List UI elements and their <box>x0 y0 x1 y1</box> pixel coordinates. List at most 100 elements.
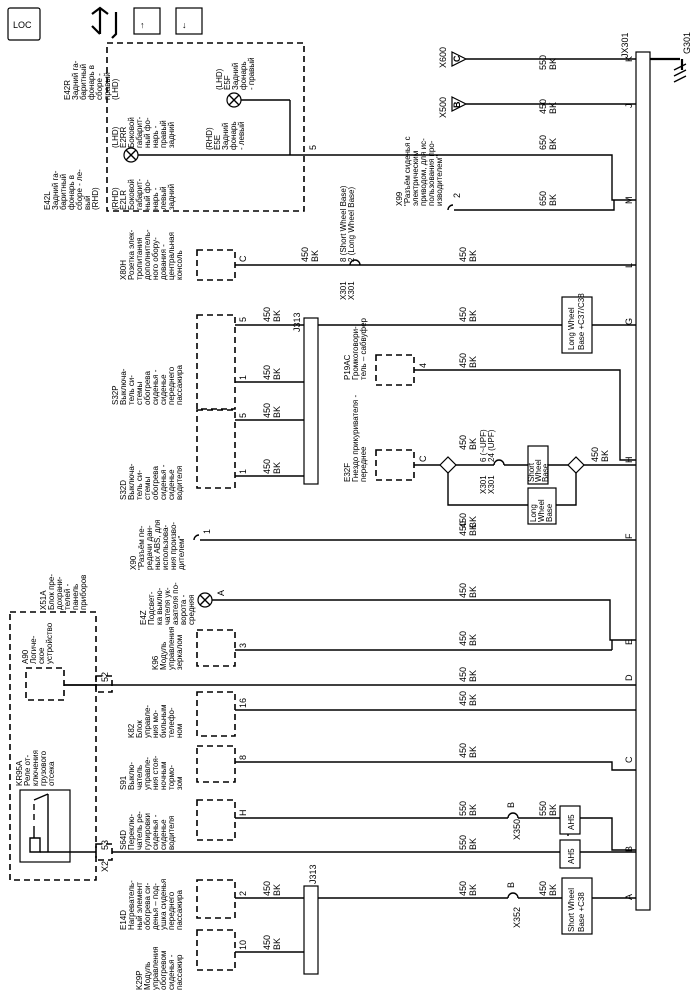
svg-text:Модуль: Модуль <box>143 962 152 990</box>
long-wheel-base-h-option <box>527 487 557 525</box>
svg-text:450: 450 <box>458 307 468 322</box>
svg-text:8 (Short Wheel Base): 8 (Short Wheel Base) <box>339 185 348 262</box>
svg-text:габарит-: габарит- <box>135 178 144 210</box>
svg-text:550: 550 <box>458 835 468 850</box>
svg-text:ния произво-: ния произво- <box>169 522 178 570</box>
x301-inline-l <box>349 259 361 266</box>
svg-text:450: 450 <box>262 459 272 474</box>
svg-text:450: 450 <box>458 743 468 758</box>
svg-text:"Разъём сиденья с: "Разъём сиденья с <box>403 136 412 206</box>
svg-text:E5E: E5E <box>213 135 222 150</box>
svg-text:450: 450 <box>262 403 272 418</box>
wire-b-upper[interactable] <box>580 817 636 851</box>
svg-text:Base: Base <box>545 503 554 522</box>
svg-text:X80H: X80H <box>119 260 128 280</box>
svg-text:(LHD): (LHD) <box>111 78 120 100</box>
svg-text:ское: ское <box>37 647 46 664</box>
x600-label: X600 <box>438 47 448 68</box>
svg-text:нарь -: нарь - <box>151 187 160 210</box>
e42l-label: E42L Задний га- баритный фонарь в сборе … <box>43 169 100 210</box>
j313-bottom-splice <box>303 885 319 975</box>
svg-text:450: 450 <box>458 435 468 450</box>
svg-text:B: B <box>506 802 516 808</box>
svg-text:дителем": дителем" <box>177 535 186 570</box>
svg-text:BK: BK <box>468 804 478 816</box>
svg-text:450: 450 <box>458 881 468 896</box>
wire-m[interactable] <box>290 154 636 201</box>
svg-text:тель – сабвуфер: тель – сабвуфер <box>359 317 368 380</box>
svg-text:5: 5 <box>238 317 248 322</box>
x80h-label: X80H Розетка элек- тропитания дополнител… <box>119 229 184 280</box>
x500-label: X500 <box>438 97 448 118</box>
s91-box <box>196 745 236 783</box>
svg-text:450: 450 <box>590 447 600 462</box>
svg-text:BK: BK <box>548 102 558 114</box>
svg-text:C: C <box>452 55 462 62</box>
svg-text:телей -: телей - <box>63 583 72 610</box>
svg-text:сиденье: сиденье <box>159 374 168 405</box>
svg-text:обогрева си-: обогрева си- <box>143 882 152 930</box>
svg-text:ный фо-: ный фо- <box>143 117 152 148</box>
svg-text:ных ABS, для: ных ABS, для <box>153 519 162 570</box>
svg-text:чатель ре-: чатель ре- <box>135 811 144 850</box>
svg-text:3: 3 <box>238 643 248 648</box>
wire-c-s91[interactable] <box>235 761 636 771</box>
svg-text:(RHD): (RHD) <box>91 187 100 210</box>
wire-e-e4z[interactable] <box>212 599 636 641</box>
svg-text:сиденья -: сиденья - <box>159 464 168 500</box>
rear-lamps-group <box>106 42 305 212</box>
pin-c: C <box>624 756 634 763</box>
svg-text:BK: BK <box>272 884 282 896</box>
svg-text:стемы: стемы <box>143 476 152 500</box>
svg-text:450: 450 <box>262 365 272 380</box>
svg-text:A: A <box>216 590 226 596</box>
svg-text:стемы: стемы <box>135 381 144 405</box>
loc-icon[interactable]: LOC <box>7 7 41 41</box>
svg-text:редачи дан-: редачи дан- <box>145 525 154 570</box>
svg-text:X99: X99 <box>395 191 404 206</box>
svg-text:пассажира: пассажира <box>175 365 184 406</box>
pin-f: F <box>624 533 634 539</box>
svg-text:BK: BK <box>272 406 282 418</box>
x301-inline-h <box>493 459 505 466</box>
svg-text:5: 5 <box>238 413 248 418</box>
splice-h-right <box>567 456 585 474</box>
x352-inline <box>507 892 519 899</box>
down-arrow-button[interactable]: ↓ <box>175 7 203 35</box>
svg-text:фонарь: фонарь <box>239 61 248 90</box>
e5f-label: (LHD) E5F Задний фонарь - правый <box>215 57 256 90</box>
e4z-label: E4Z Подсвет- ка выклю- чателя ук- азател… <box>139 582 196 625</box>
svg-text:650: 650 <box>538 135 548 150</box>
svg-text:Реле от-: Реле от- <box>23 755 32 786</box>
svg-text:2 (Long Wheel Base): 2 (Long Wheel Base) <box>347 187 356 262</box>
svg-text:E2RR: E2RR <box>119 126 128 148</box>
svg-text:BK: BK <box>468 746 478 758</box>
svg-text:BK: BK <box>468 694 478 706</box>
svg-text:Long: Long <box>529 504 538 522</box>
svg-text:пассажира: пассажира <box>175 890 184 931</box>
svg-text:зом: зом <box>175 776 184 790</box>
svg-text:вый: вый <box>83 196 92 210</box>
svg-text:управления: управления <box>167 626 176 670</box>
svg-text:AH5: AH5 <box>567 848 576 864</box>
svg-text:габарит-: габарит- <box>135 116 144 148</box>
svg-text:450: 450 <box>300 247 310 262</box>
svg-text:450: 450 <box>458 353 468 368</box>
svg-text:Блок пре-: Блок пре- <box>47 574 56 610</box>
svg-text:ворота -: ворота - <box>179 594 188 625</box>
ground-distribution-icon[interactable] <box>91 6 118 39</box>
svg-text:S64D: S64D <box>119 830 128 850</box>
short-wheel-base-a-option <box>561 877 593 935</box>
wire-m-x99[interactable] <box>454 200 615 211</box>
svg-text:X301: X301 <box>347 281 356 300</box>
wire-h-p19ac[interactable] <box>414 369 636 461</box>
svg-text:баритный: баритный <box>79 64 88 100</box>
svg-text:BK: BK <box>468 250 478 262</box>
x51a-label: X51A Блок пре- дохрани- телей - панель п… <box>39 574 88 610</box>
svg-text:обогрева: обогрева <box>143 371 152 405</box>
svg-text:Short Wheel: Short Wheel <box>567 888 576 932</box>
up-arrow-icon: ↑ <box>140 20 145 30</box>
svg-text:E32F: E32F <box>343 463 352 482</box>
svg-text:Боковой: Боковой <box>127 117 136 148</box>
up-arrow-button[interactable]: ↑ <box>133 7 161 35</box>
